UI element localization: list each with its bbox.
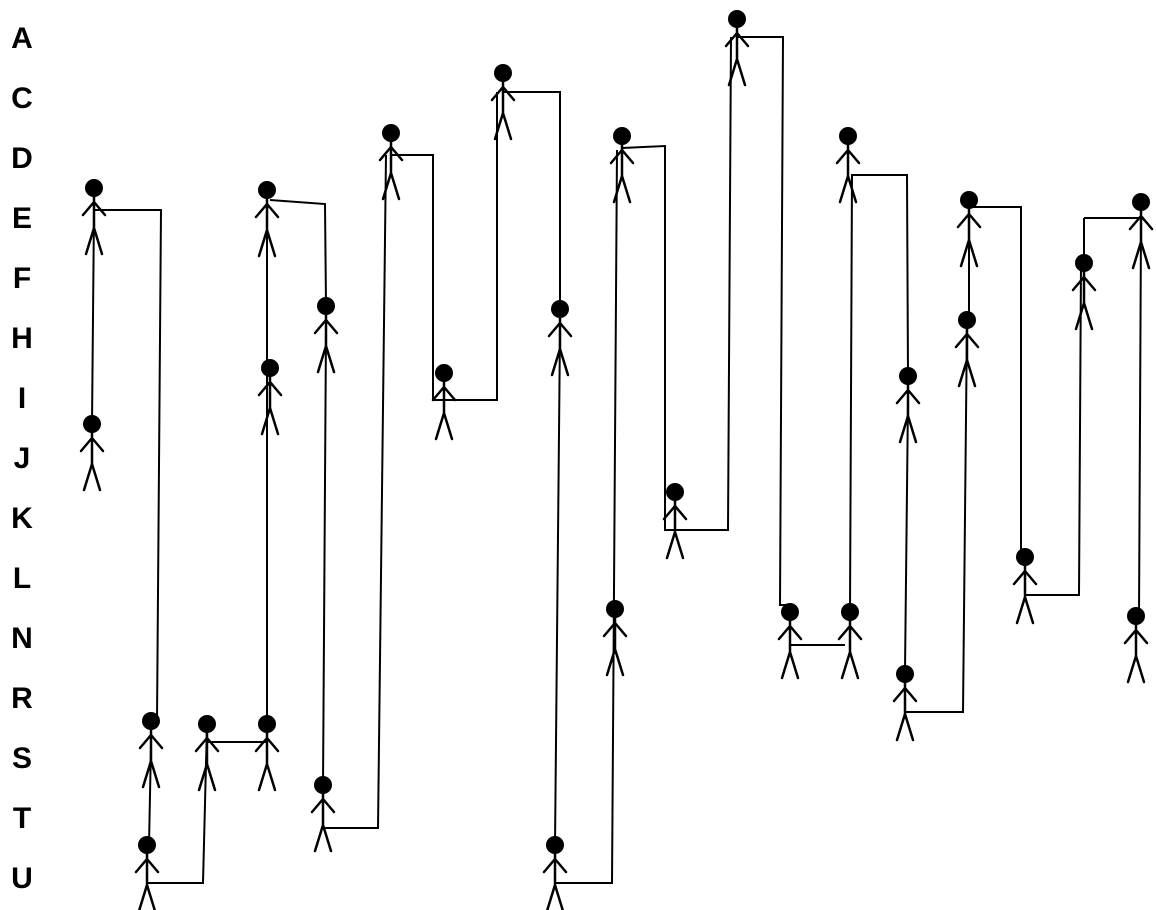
row-label-r: R	[11, 682, 33, 715]
stick-figure-icon	[313, 297, 339, 374]
row-label-j: J	[14, 442, 31, 475]
stick-figure-icon	[79, 415, 105, 492]
connector-line	[91, 209, 95, 425]
stick-figure-icon	[138, 712, 164, 789]
row-label-e: E	[12, 202, 32, 235]
stick-figure-icon	[81, 179, 107, 256]
stick-figure-icon	[892, 665, 918, 742]
stick-figure-icon	[254, 181, 280, 258]
row-label-u: U	[11, 862, 33, 895]
stick-figure-icon	[777, 603, 803, 680]
stick-figure-icon	[254, 715, 280, 792]
connector-line	[555, 149, 618, 884]
connector-line	[94, 209, 163, 722]
stick-figure-icon	[895, 367, 921, 444]
row-label-c: C	[11, 82, 33, 115]
row-label-f: F	[13, 262, 31, 295]
connector-line	[391, 154, 444, 401]
stick-figure-icon	[490, 64, 516, 141]
stick-figure-icon	[310, 776, 336, 853]
stick-figure-icon	[1123, 607, 1149, 684]
connector-line	[737, 36, 790, 606]
stick-figure-icon	[662, 483, 688, 560]
stick-figure-icon	[724, 10, 750, 87]
connector-line	[905, 319, 968, 713]
stick-figure-icon	[378, 124, 404, 201]
connector-line	[969, 206, 1022, 557]
row-label-h: H	[11, 322, 33, 355]
row-label-d: D	[11, 142, 33, 175]
connector-line	[444, 92, 498, 401]
stick-figure-icon	[837, 603, 863, 680]
stick-figure-icon	[134, 836, 160, 910]
row-label-s: S	[12, 742, 32, 775]
stick-figure-icon	[835, 127, 861, 204]
row-label-a: A	[11, 22, 33, 55]
stick-figure-icon	[194, 715, 220, 792]
stick-figure-icon	[257, 359, 283, 436]
connector-line	[675, 36, 732, 531]
stick-figure-icon	[954, 311, 980, 388]
connector-line	[554, 329, 561, 846]
connector-line	[621, 144, 675, 531]
stick-figure-icon	[542, 836, 568, 910]
connector-line	[1025, 262, 1082, 596]
stick-figure-icon	[1012, 548, 1038, 625]
connector-line	[322, 329, 327, 786]
stick-figure-icon	[431, 364, 457, 441]
connector-line	[1138, 224, 1142, 617]
figures	[79, 10, 1154, 910]
stick-figure-icon	[609, 127, 635, 204]
connector-line	[849, 174, 909, 613]
connector-line	[323, 154, 387, 829]
row-label-k: K	[11, 502, 33, 535]
stick-figure-icon	[1128, 193, 1154, 270]
connector-line	[147, 723, 208, 884]
row-label-n: N	[11, 622, 33, 655]
stick-figure-icon	[956, 191, 982, 268]
row-label-i: I	[18, 382, 26, 415]
connector-line	[503, 91, 561, 309]
connector-line	[269, 199, 327, 307]
stick-figure-icon	[602, 600, 628, 677]
stick-figure-icon	[1071, 254, 1097, 331]
connector-line	[904, 399, 909, 671]
row-label-t: T	[13, 802, 31, 835]
connectors	[91, 36, 1142, 884]
stick-figure-icon	[547, 300, 573, 377]
row-label-l: L	[13, 562, 31, 595]
